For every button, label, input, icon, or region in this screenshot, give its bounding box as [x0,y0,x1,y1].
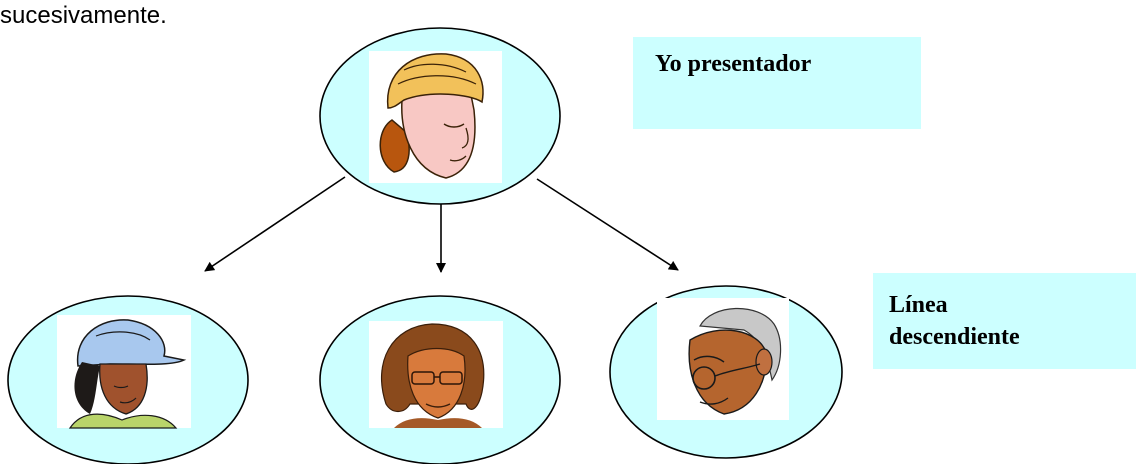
intro-text: sucesivamente. [0,2,167,29]
descendant-line-label-line2: descendiente [889,324,1020,350]
arrow-to-right-child [536,178,679,271]
presenter-label-box: Yo presentador [633,37,921,129]
woman-with-glasses-icon [369,321,503,428]
woman-with-cap-icon [369,51,502,183]
presenter-label: Yo presentador [655,51,812,77]
elderly-man-with-glasses-icon [657,298,789,420]
node-child-center [319,295,561,464]
node-presenter [319,27,561,205]
descendant-line-label-box: Línea descendiente [873,273,1136,369]
node-child-left [7,295,249,464]
woman-with-sun-hat-icon [57,315,191,429]
node-child-right [609,285,843,459]
descendant-line-label-line1: Línea [889,292,948,318]
arrow-to-left-child [204,176,346,272]
connector-arrows [204,176,679,273]
